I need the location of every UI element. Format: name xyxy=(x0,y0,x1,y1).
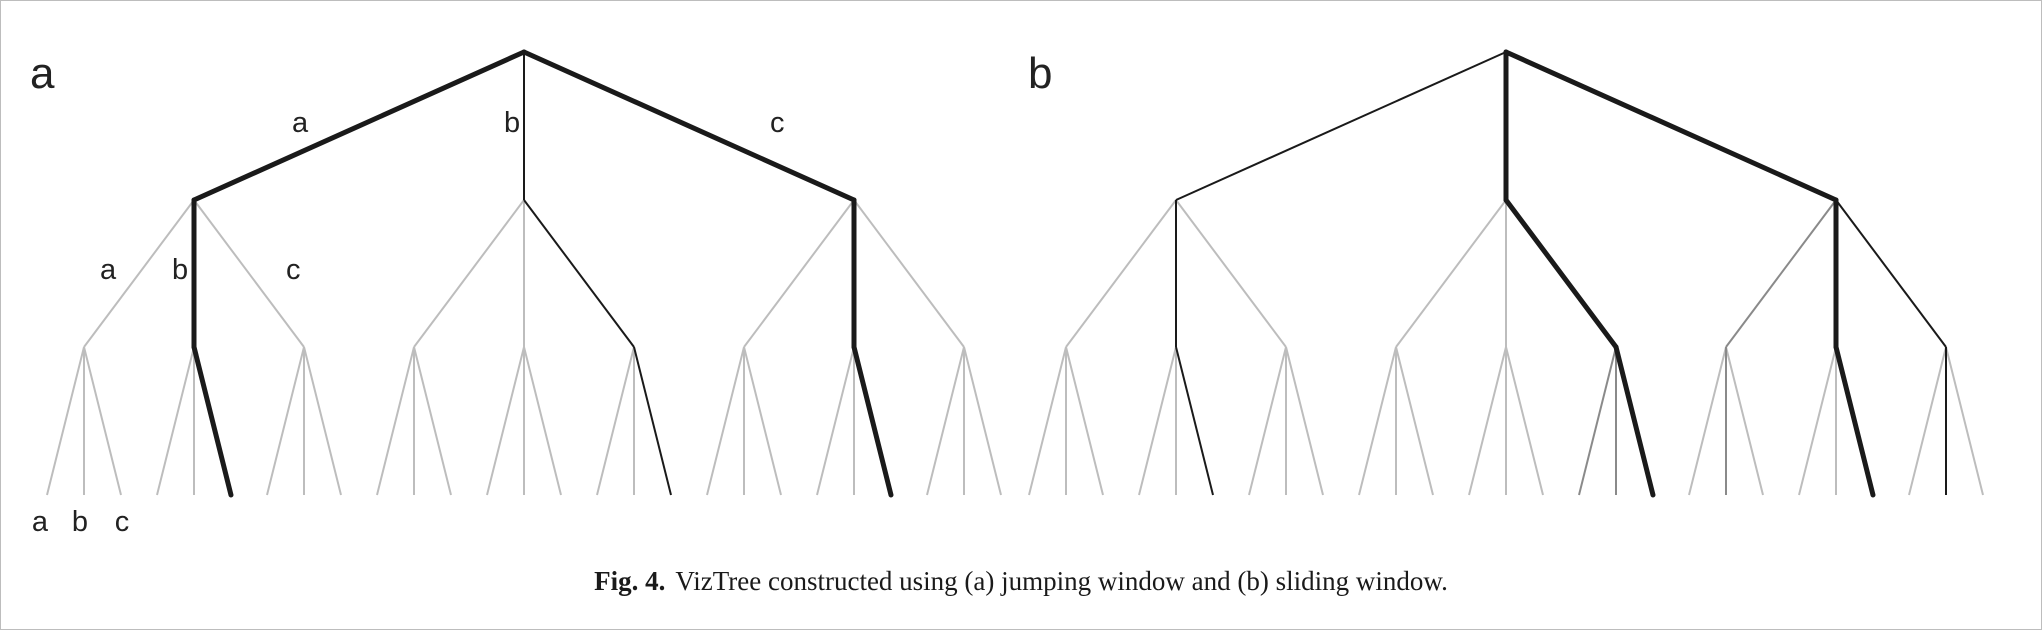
tree-edge-ca-caa xyxy=(1688,346,1727,496)
tree-edge-ca-cac xyxy=(743,346,782,496)
tree-edge-a-aa xyxy=(1065,199,1177,348)
tree-edge-bb-bba xyxy=(1468,346,1507,496)
tree-edge-ac-acc xyxy=(303,346,342,496)
tree-edge-bc-bca xyxy=(596,346,635,496)
leaf-label-a: a xyxy=(32,506,49,538)
tree-panel-b: b xyxy=(1028,49,1984,498)
tree-edge-ca-caa xyxy=(706,346,745,496)
leaf-label-c: c xyxy=(115,506,130,538)
tree-edge-c-cc xyxy=(1835,199,1947,348)
tree-edge-cc-cca xyxy=(926,346,965,496)
tree-edge-cb-cba xyxy=(1798,346,1837,496)
tree-edge-ac-acc xyxy=(1285,346,1324,496)
tree-edge-ba-bac xyxy=(1395,346,1434,496)
figure-caption: Fig. 4. VizTree constructed using (a) jum… xyxy=(0,566,2042,597)
tree-edge-ba-bac xyxy=(413,346,452,496)
tree-edge-cc-ccc xyxy=(1945,346,1984,496)
tree-edge-b-ba xyxy=(413,199,525,348)
tree-edge-a-ac xyxy=(1175,199,1287,348)
tree-edge-c-ca xyxy=(743,199,855,348)
tree-edge-c-cc xyxy=(853,199,965,348)
tree-edge-b-bc xyxy=(1503,197,1619,350)
tree-edge-ac-aca xyxy=(1248,346,1287,496)
tree-edge-cb-cba xyxy=(816,346,855,496)
tree-edge-ca-cac xyxy=(1725,346,1764,496)
tree-edge-root-a xyxy=(1175,51,1507,201)
tree-edge-ab-aba xyxy=(1138,346,1177,496)
tree-edge-ba-baa xyxy=(1358,346,1397,496)
tree-edge-bb-bbc xyxy=(1505,346,1544,496)
tree-edge-cc-ccc xyxy=(963,346,1002,496)
tree-edge-cb-cbc xyxy=(1833,344,1876,498)
edge-label-level1-a: a xyxy=(292,107,309,139)
tree-edge-b-bc xyxy=(523,199,635,348)
tree-edge-root-a xyxy=(191,49,527,203)
tree-edge-b-ba xyxy=(1395,199,1507,348)
tree-edge-cc-cca xyxy=(1908,346,1947,496)
tree-edge-bb-bbc xyxy=(523,346,562,496)
leaf-label-b: b xyxy=(72,506,88,538)
edge-label-level1-c: c xyxy=(770,107,785,139)
caption-label: Fig. 4. xyxy=(594,566,666,596)
tree-edge-aa-aac xyxy=(1065,346,1104,496)
tree-edge-bc-bcc xyxy=(633,346,672,496)
tree-edge-ba-baa xyxy=(376,346,415,496)
tree-edge-bc-bcc xyxy=(1613,344,1656,498)
edge-label-level2-a: a xyxy=(100,254,117,286)
edge-label-level2-b: b xyxy=(172,254,188,286)
edge-label-level1-b: b xyxy=(504,107,520,139)
tree-edge-aa-aaa xyxy=(1028,346,1067,496)
tree-edge-aa-aaa xyxy=(46,346,85,496)
panel-label: b xyxy=(1028,49,1052,98)
tree-edge-ab-abc xyxy=(191,344,234,498)
tree-edge-cb-cbc xyxy=(851,344,894,498)
tree-edge-ac-aca xyxy=(266,346,305,496)
tree-edge-bb-bba xyxy=(486,346,525,496)
tree-edge-bc-bca xyxy=(1578,346,1617,496)
caption-text: VizTree constructed using (a) jumping wi… xyxy=(675,566,1448,596)
panel-label: a xyxy=(30,49,55,98)
tree-edge-ab-aba xyxy=(156,346,195,496)
tree-edge-root-c xyxy=(1503,49,1839,203)
tree-edge-c-ca xyxy=(1725,199,1837,348)
tree-edge-aa-aac xyxy=(83,346,122,496)
tree-edge-ab-abc xyxy=(1175,346,1214,496)
tree-edge-a-aa xyxy=(83,199,195,348)
edge-label-level2-c: c xyxy=(286,254,301,286)
tree-edge-root-c xyxy=(521,49,857,203)
tree-edge-a-ac xyxy=(193,199,305,348)
